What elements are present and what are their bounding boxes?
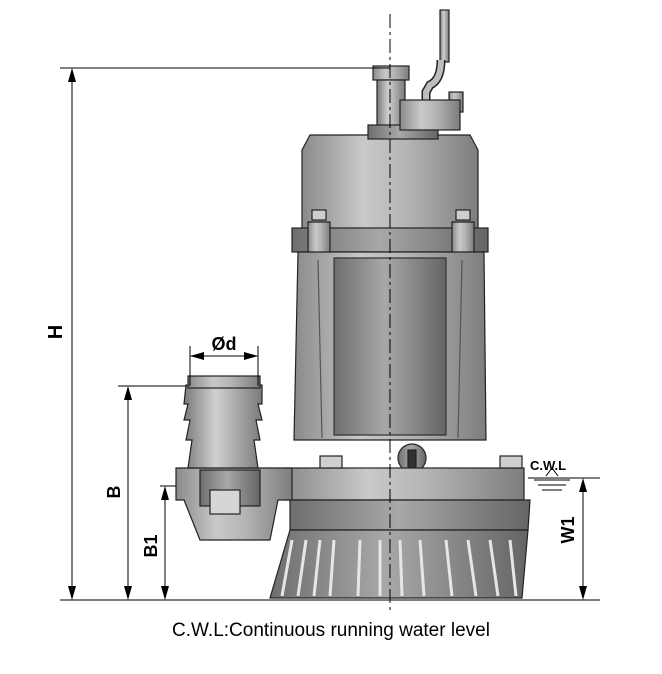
- b-label: B: [104, 486, 124, 499]
- water-level-symbol: [534, 467, 570, 491]
- top-handle-base: [399, 99, 461, 131]
- dimension-lines: [60, 67, 600, 601]
- top-stub: [372, 65, 410, 131]
- diameter-label: Ød: [212, 334, 237, 354]
- caption: C.W.L:Continuous running water level: [172, 620, 490, 641]
- lower-flange: [283, 467, 525, 501]
- height-label: H: [45, 325, 67, 339]
- bolt-right: [455, 209, 471, 221]
- pump-casing: [289, 499, 531, 531]
- dimension-arrows: [68, 68, 587, 600]
- bolt-left: [311, 209, 327, 221]
- cwl-label: C.W.L: [530, 458, 566, 473]
- strainer: [269, 529, 529, 599]
- pump-illustration: [175, 9, 531, 599]
- b1-label: B1: [141, 534, 161, 557]
- w1-label: W1: [558, 517, 578, 544]
- discharge-outlet: [175, 375, 293, 541]
